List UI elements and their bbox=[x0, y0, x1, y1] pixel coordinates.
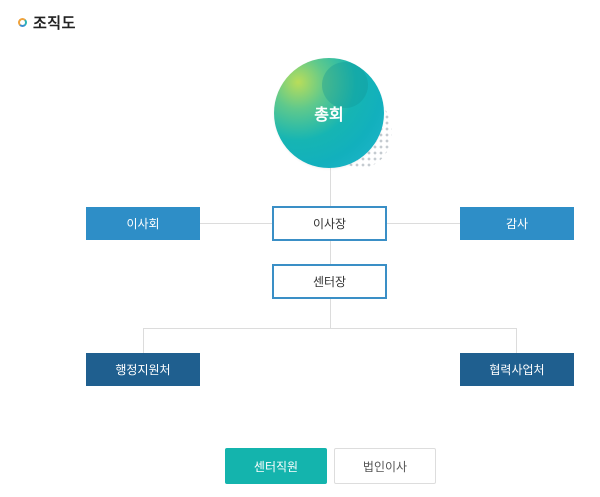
ring-icon bbox=[18, 18, 27, 27]
cooperation-box: 협력사업처 bbox=[460, 353, 574, 386]
circle-highlight bbox=[322, 62, 368, 108]
page-header: 조직도 bbox=[18, 12, 76, 33]
chairman-box: 이사장 bbox=[272, 206, 387, 241]
connector-bottom-horizontal bbox=[143, 328, 517, 329]
page-title: 조직도 bbox=[33, 14, 76, 32]
connector-left-vertical bbox=[143, 328, 144, 354]
general-assembly-node: 총회 bbox=[270, 54, 400, 174]
connector-right-vertical bbox=[516, 328, 517, 354]
audit-box: 감사 bbox=[460, 207, 574, 240]
director-box: 센터장 bbox=[272, 264, 387, 299]
tab-corporate-directors[interactable]: 법인이사 bbox=[334, 448, 436, 484]
general-assembly-circle: 총회 bbox=[274, 58, 384, 168]
connector-top-vertical bbox=[330, 166, 331, 328]
board-box: 이사회 bbox=[86, 207, 200, 240]
admin-support-box: 행정지원처 bbox=[86, 353, 200, 386]
general-assembly-label: 총회 bbox=[314, 105, 344, 124]
tab-center-staff[interactable]: 센터직원 bbox=[225, 448, 327, 484]
